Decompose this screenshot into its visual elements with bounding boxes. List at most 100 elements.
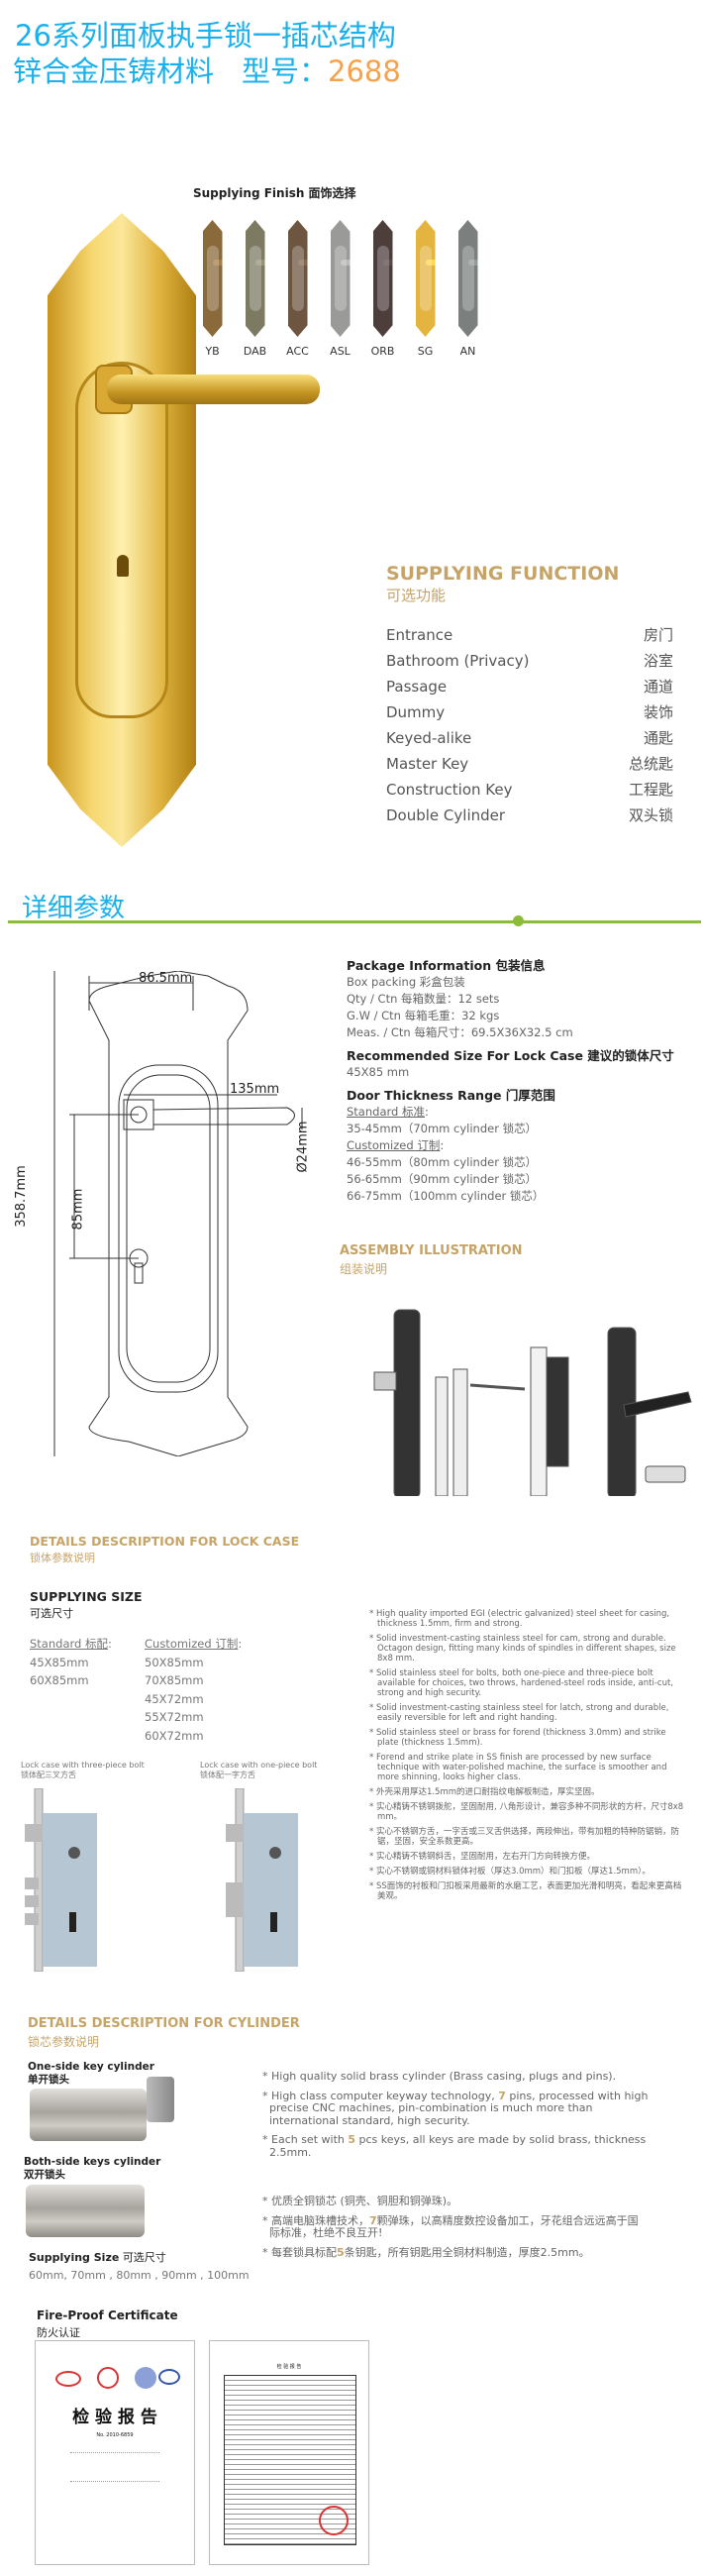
finish-code: ASL bbox=[330, 345, 351, 358]
function-cn: 双头锁 bbox=[628, 806, 673, 824]
standard-sizes: Standard 标配: 45X85mm 60X85mm bbox=[30, 1635, 112, 1690]
feature: * Solid investment-casting stainless ste… bbox=[369, 1703, 669, 1723]
package-title: Package Information 包装信息 bbox=[347, 958, 546, 973]
feature: * 每套锁具标配5条钥匙，所有钥匙用全铜材料制造，厚度2.5mm。 bbox=[262, 2245, 649, 2260]
finish-swatches: YB DAB ACC ASL ORB SG AN bbox=[191, 220, 489, 358]
certificate-title-cn: 防火认证 bbox=[37, 2326, 80, 2339]
text: * 每套锁具标配 bbox=[262, 2245, 337, 2259]
function-cn: 装饰 bbox=[643, 703, 673, 721]
feature: * 实心不锈钢或铜材料锁体衬板（厚达3.0mm）和门扣板（厚达1.5mm）。 bbox=[369, 1867, 651, 1877]
function-en: Construction Key bbox=[386, 781, 513, 799]
finish-swatch: DAB bbox=[234, 220, 276, 358]
finish-plate-image bbox=[372, 220, 393, 337]
function-item: Bathroom (Privacy)浴室 bbox=[386, 648, 673, 674]
function-en: Dummy bbox=[386, 703, 446, 721]
cylinder-title-cn: 锁芯参数说明 bbox=[28, 2035, 100, 2049]
function-title-cn: 可选功能 bbox=[386, 587, 447, 604]
function-cn: 通道 bbox=[643, 678, 673, 696]
size-item: 50X85mm bbox=[145, 1655, 204, 1669]
highlight: 7 bbox=[369, 2213, 377, 2227]
door-range: 66-75mm（100mm cylinder 锁芯） bbox=[347, 1189, 545, 1203]
label-en: One-side key cylinder bbox=[28, 2061, 154, 2073]
thumb-turn-image bbox=[147, 2077, 174, 2122]
text: 条钥匙，所有钥匙用全铜材料制造，厚度2.5mm。 bbox=[344, 2245, 590, 2259]
finish-code: ACC bbox=[286, 345, 309, 358]
cnas-logo-icon bbox=[158, 2369, 180, 2385]
report-title: 检 验 报 告 bbox=[72, 2408, 157, 2427]
cylinder-sizes: 60mm, 70mm , 80mm , 90mm , 100mm bbox=[29, 2269, 250, 2282]
finish-plate-image bbox=[287, 220, 308, 337]
size-item: 60X72mm bbox=[145, 1728, 204, 1743]
height-dimension: 358.7mm bbox=[13, 1165, 29, 1228]
size-item: 55X72mm bbox=[145, 1710, 204, 1724]
text: * High class computer keyway technology, bbox=[262, 2089, 499, 2102]
label-cn: 单开锁头 bbox=[28, 2074, 69, 2086]
finish-code: AN bbox=[459, 345, 476, 358]
package-line: Box packing 彩盒包装 bbox=[347, 975, 465, 989]
package-line: G.W / Ctn 每箱毛重：32 kgs bbox=[347, 1009, 500, 1022]
finish-code: YB bbox=[205, 345, 220, 358]
caption-cn: 锁体配三叉方舌 bbox=[21, 1771, 76, 1779]
function-item: Keyed-alike 通匙 bbox=[386, 725, 673, 751]
recommended-value: 45X85 mm bbox=[347, 1065, 410, 1079]
finish-code: SG bbox=[417, 345, 434, 358]
lockcase-three-bolt-image bbox=[25, 1788, 97, 1972]
package-line: Meas. / Ctn 每箱尺寸：69.5X36X32.5 cm bbox=[347, 1025, 573, 1039]
supplying-size-title: SUPPLYING SIZE bbox=[30, 1589, 143, 1604]
door-title: Door Thickness Range 门厚范围 bbox=[347, 1088, 555, 1103]
gold-handle-plate-image bbox=[48, 213, 196, 847]
assembly-title-cn: 组装说明 bbox=[340, 1262, 388, 1276]
function-cn: 总统匙 bbox=[628, 755, 673, 773]
custom-label: Customized 订制 bbox=[145, 1637, 239, 1651]
assembly-title: ASSEMBLY ILLUSTRATION bbox=[340, 1243, 523, 1258]
cal-logo-icon bbox=[97, 2367, 119, 2389]
size-title-en: Supplying Size bbox=[29, 2251, 120, 2264]
size-item: 60X85mm bbox=[30, 1673, 89, 1687]
function-cn: 浴室 bbox=[643, 652, 673, 670]
divider-dot bbox=[513, 915, 524, 926]
feature: * 外壳采用厚达1.5mm的进口耐指纹电解板制造，厚实坚固。 bbox=[369, 1787, 600, 1797]
function-item: Dummy 装饰 bbox=[386, 699, 673, 725]
feature: * 高端电脑珠槽技术，7颗弹珠，以高精度数控设备加工，牙花组合远远高于国际标准，… bbox=[262, 2213, 649, 2240]
width-dimension: 86.5mm bbox=[139, 971, 193, 986]
both-side-cylinder-image bbox=[26, 2185, 145, 2237]
door-range: 46-55mm（80mm cylinder 锁芯） bbox=[347, 1155, 538, 1169]
lockcase-features: * High quality imported EGI (electric ga… bbox=[369, 1609, 686, 1906]
function-item: Double Cylinder 双头锁 bbox=[386, 803, 673, 828]
specs-block: Package Information 包装信息 Box packing 彩盒包… bbox=[347, 951, 703, 1205]
diameter-dimension: Ø24mm bbox=[295, 1121, 311, 1173]
finish-code: ORB bbox=[370, 345, 395, 358]
finish-swatch: AN bbox=[447, 220, 489, 358]
custom-label: Customized 订制 bbox=[347, 1138, 441, 1152]
model-label: 型号： bbox=[242, 54, 329, 88]
finish-plate-image bbox=[415, 220, 436, 337]
door-range: 35-45mm（70mm cylinder 锁芯） bbox=[347, 1122, 538, 1135]
finish-plate-image bbox=[245, 220, 265, 337]
label-en: Both-side keys cylinder bbox=[24, 2156, 161, 2168]
function-cn: 通匙 bbox=[643, 729, 673, 747]
one-side-cylinder-image bbox=[30, 2089, 147, 2141]
finish-swatch: ACC bbox=[276, 220, 319, 358]
text: pcs keys, all keys are made by solid bra… bbox=[269, 2133, 647, 2159]
lockcase-title: DETAILS DESCRIPTION FOR LOCK CASE bbox=[30, 1534, 300, 1549]
finish-plate-image bbox=[330, 220, 351, 337]
function-en: Double Cylinder bbox=[386, 806, 506, 824]
standard-label: Standard 标配 bbox=[30, 1637, 108, 1651]
feature: * 优质全铜锁芯 (铜壳、铜胆和铜弹珠)。 bbox=[262, 2195, 458, 2207]
text: * Each set with bbox=[262, 2133, 349, 2146]
material-label: 锌合金压铸材料 bbox=[13, 54, 215, 88]
feature: * High quality solid brass cylinder (Bra… bbox=[262, 2070, 617, 2083]
function-en: Keyed-alike bbox=[386, 729, 472, 747]
feature: * Solid investment-casting stainless ste… bbox=[369, 1634, 676, 1664]
stamp-icon bbox=[319, 2506, 349, 2535]
size-title-cn: 可选尺寸 bbox=[122, 2251, 166, 2264]
finish-plate-image bbox=[457, 220, 478, 337]
size-item: 70X85mm bbox=[145, 1673, 204, 1687]
recommended-title: Recommended Size For Lock Case 建议的锁体尺寸 bbox=[347, 1048, 674, 1063]
report-table-title: 检 验 报 告 bbox=[276, 2364, 302, 2370]
